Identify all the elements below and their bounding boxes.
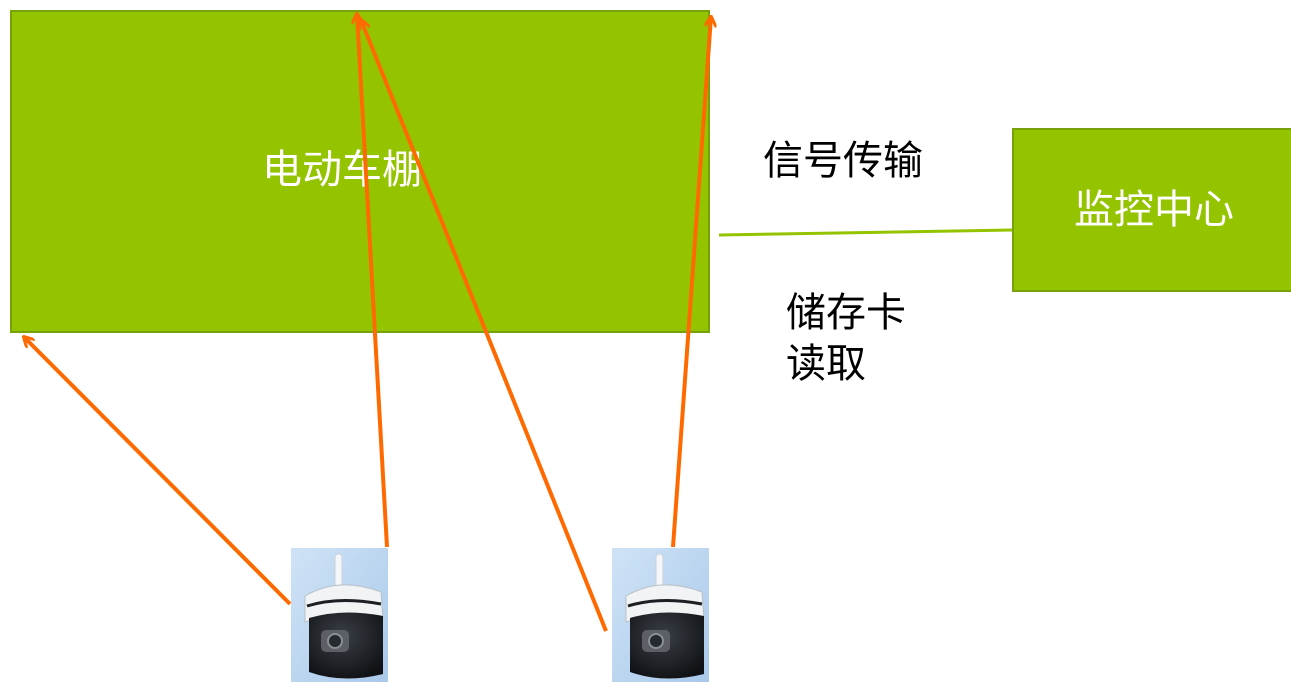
storage-card-line-2: 读取: [786, 341, 866, 388]
signal-transmission-label: 信号传输: [763, 138, 923, 184]
camera-2: [612, 548, 709, 682]
connector-line: [718, 228, 1013, 237]
shed-box: 电动车棚: [10, 10, 710, 333]
shed-label: 电动车棚: [262, 147, 422, 193]
storage-card-line-1: 储存卡: [786, 290, 906, 336]
dome-camera-icon: [612, 548, 709, 682]
monitor-center-box: 监控中心: [1012, 128, 1291, 292]
dome-camera-icon: [291, 548, 388, 682]
camera-1-arrow-left: [24, 337, 292, 606]
camera-1: [291, 548, 388, 682]
storage-card-label: 储存卡 读取: [786, 288, 906, 390]
monitor-center-label: 监控中心: [1074, 187, 1234, 233]
